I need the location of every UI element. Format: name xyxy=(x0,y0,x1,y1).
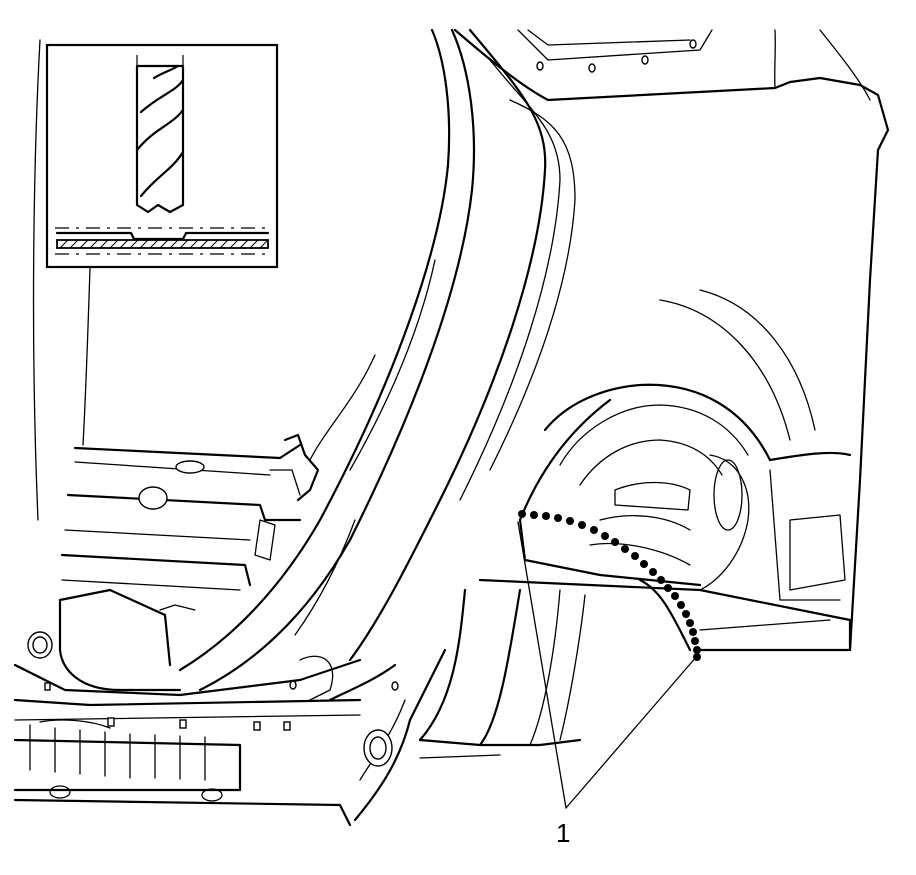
spot-weld xyxy=(518,510,526,518)
spot-weld xyxy=(689,628,697,636)
c-pillar xyxy=(178,28,576,692)
rocker-sill xyxy=(13,631,447,827)
spot-weld xyxy=(631,552,639,560)
spot-weld xyxy=(664,584,672,592)
spot-weld xyxy=(691,637,699,645)
spot-weld-row xyxy=(518,510,701,661)
wheel-well-lower xyxy=(418,588,586,759)
spot-weld xyxy=(611,538,619,546)
spot-weld xyxy=(682,610,690,618)
leader-line-left xyxy=(517,521,567,809)
quarter-panel xyxy=(478,289,852,652)
spot-weld xyxy=(578,521,586,529)
trunk-floor xyxy=(58,433,320,692)
spot-weld xyxy=(693,646,701,654)
drill-detail-inset xyxy=(45,43,279,269)
spot-weld xyxy=(542,512,550,520)
inset-frame xyxy=(45,43,279,269)
spot-weld xyxy=(590,526,598,534)
roof-holes xyxy=(536,39,697,73)
spot-weld xyxy=(657,576,665,584)
sheet-metal-section xyxy=(55,227,270,255)
spot-weld xyxy=(671,592,679,600)
spot-weld xyxy=(677,601,685,609)
spot-weld xyxy=(554,514,562,522)
spot-weld xyxy=(530,511,538,519)
callout-label: 1 xyxy=(556,818,570,848)
spot-weld xyxy=(686,619,694,627)
roof-rear-panel xyxy=(453,28,890,652)
spot-weld xyxy=(649,568,657,576)
spot-weld xyxy=(640,560,648,568)
spot-weld xyxy=(601,532,609,540)
leader-line-right xyxy=(565,655,698,809)
spot-weld xyxy=(566,517,574,525)
left-body-edge xyxy=(32,39,91,521)
callout-1: 1 xyxy=(517,521,698,848)
drill-bit-icon xyxy=(135,55,185,214)
spot-weld xyxy=(621,545,629,553)
